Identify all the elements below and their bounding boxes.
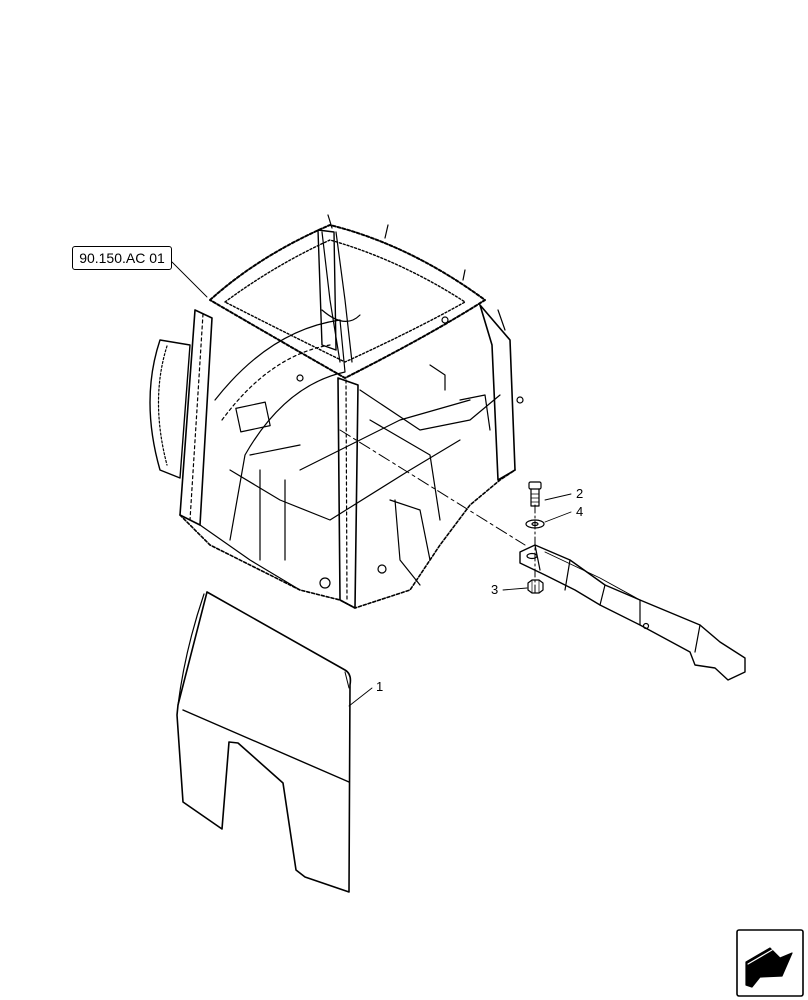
- callout-2-leader: [544, 493, 572, 501]
- callout-4-leader: [544, 511, 572, 523]
- cab-frame: [149, 214, 524, 609]
- reference-leader: [171, 261, 208, 298]
- next-page-arrow-icon: [736, 929, 804, 997]
- callout-1-leader: [348, 687, 373, 707]
- alignment-centerline: [339, 429, 526, 546]
- next-page-button[interactable]: [737, 930, 803, 996]
- callout-3-leader: [502, 587, 528, 591]
- callout-2-label: 2: [576, 486, 584, 501]
- cross-reference-link[interactable]: 90.150.AC 01: [72, 246, 172, 270]
- mounting-bracket: [519, 544, 746, 681]
- bolt: [528, 481, 542, 507]
- callout-1-label: 1: [376, 679, 384, 694]
- callout-3-label: 3: [491, 582, 499, 597]
- sun-shade-panel: [176, 591, 352, 893]
- washer: [525, 519, 545, 529]
- callout-4-label: 4: [576, 504, 584, 519]
- nut: [527, 579, 544, 594]
